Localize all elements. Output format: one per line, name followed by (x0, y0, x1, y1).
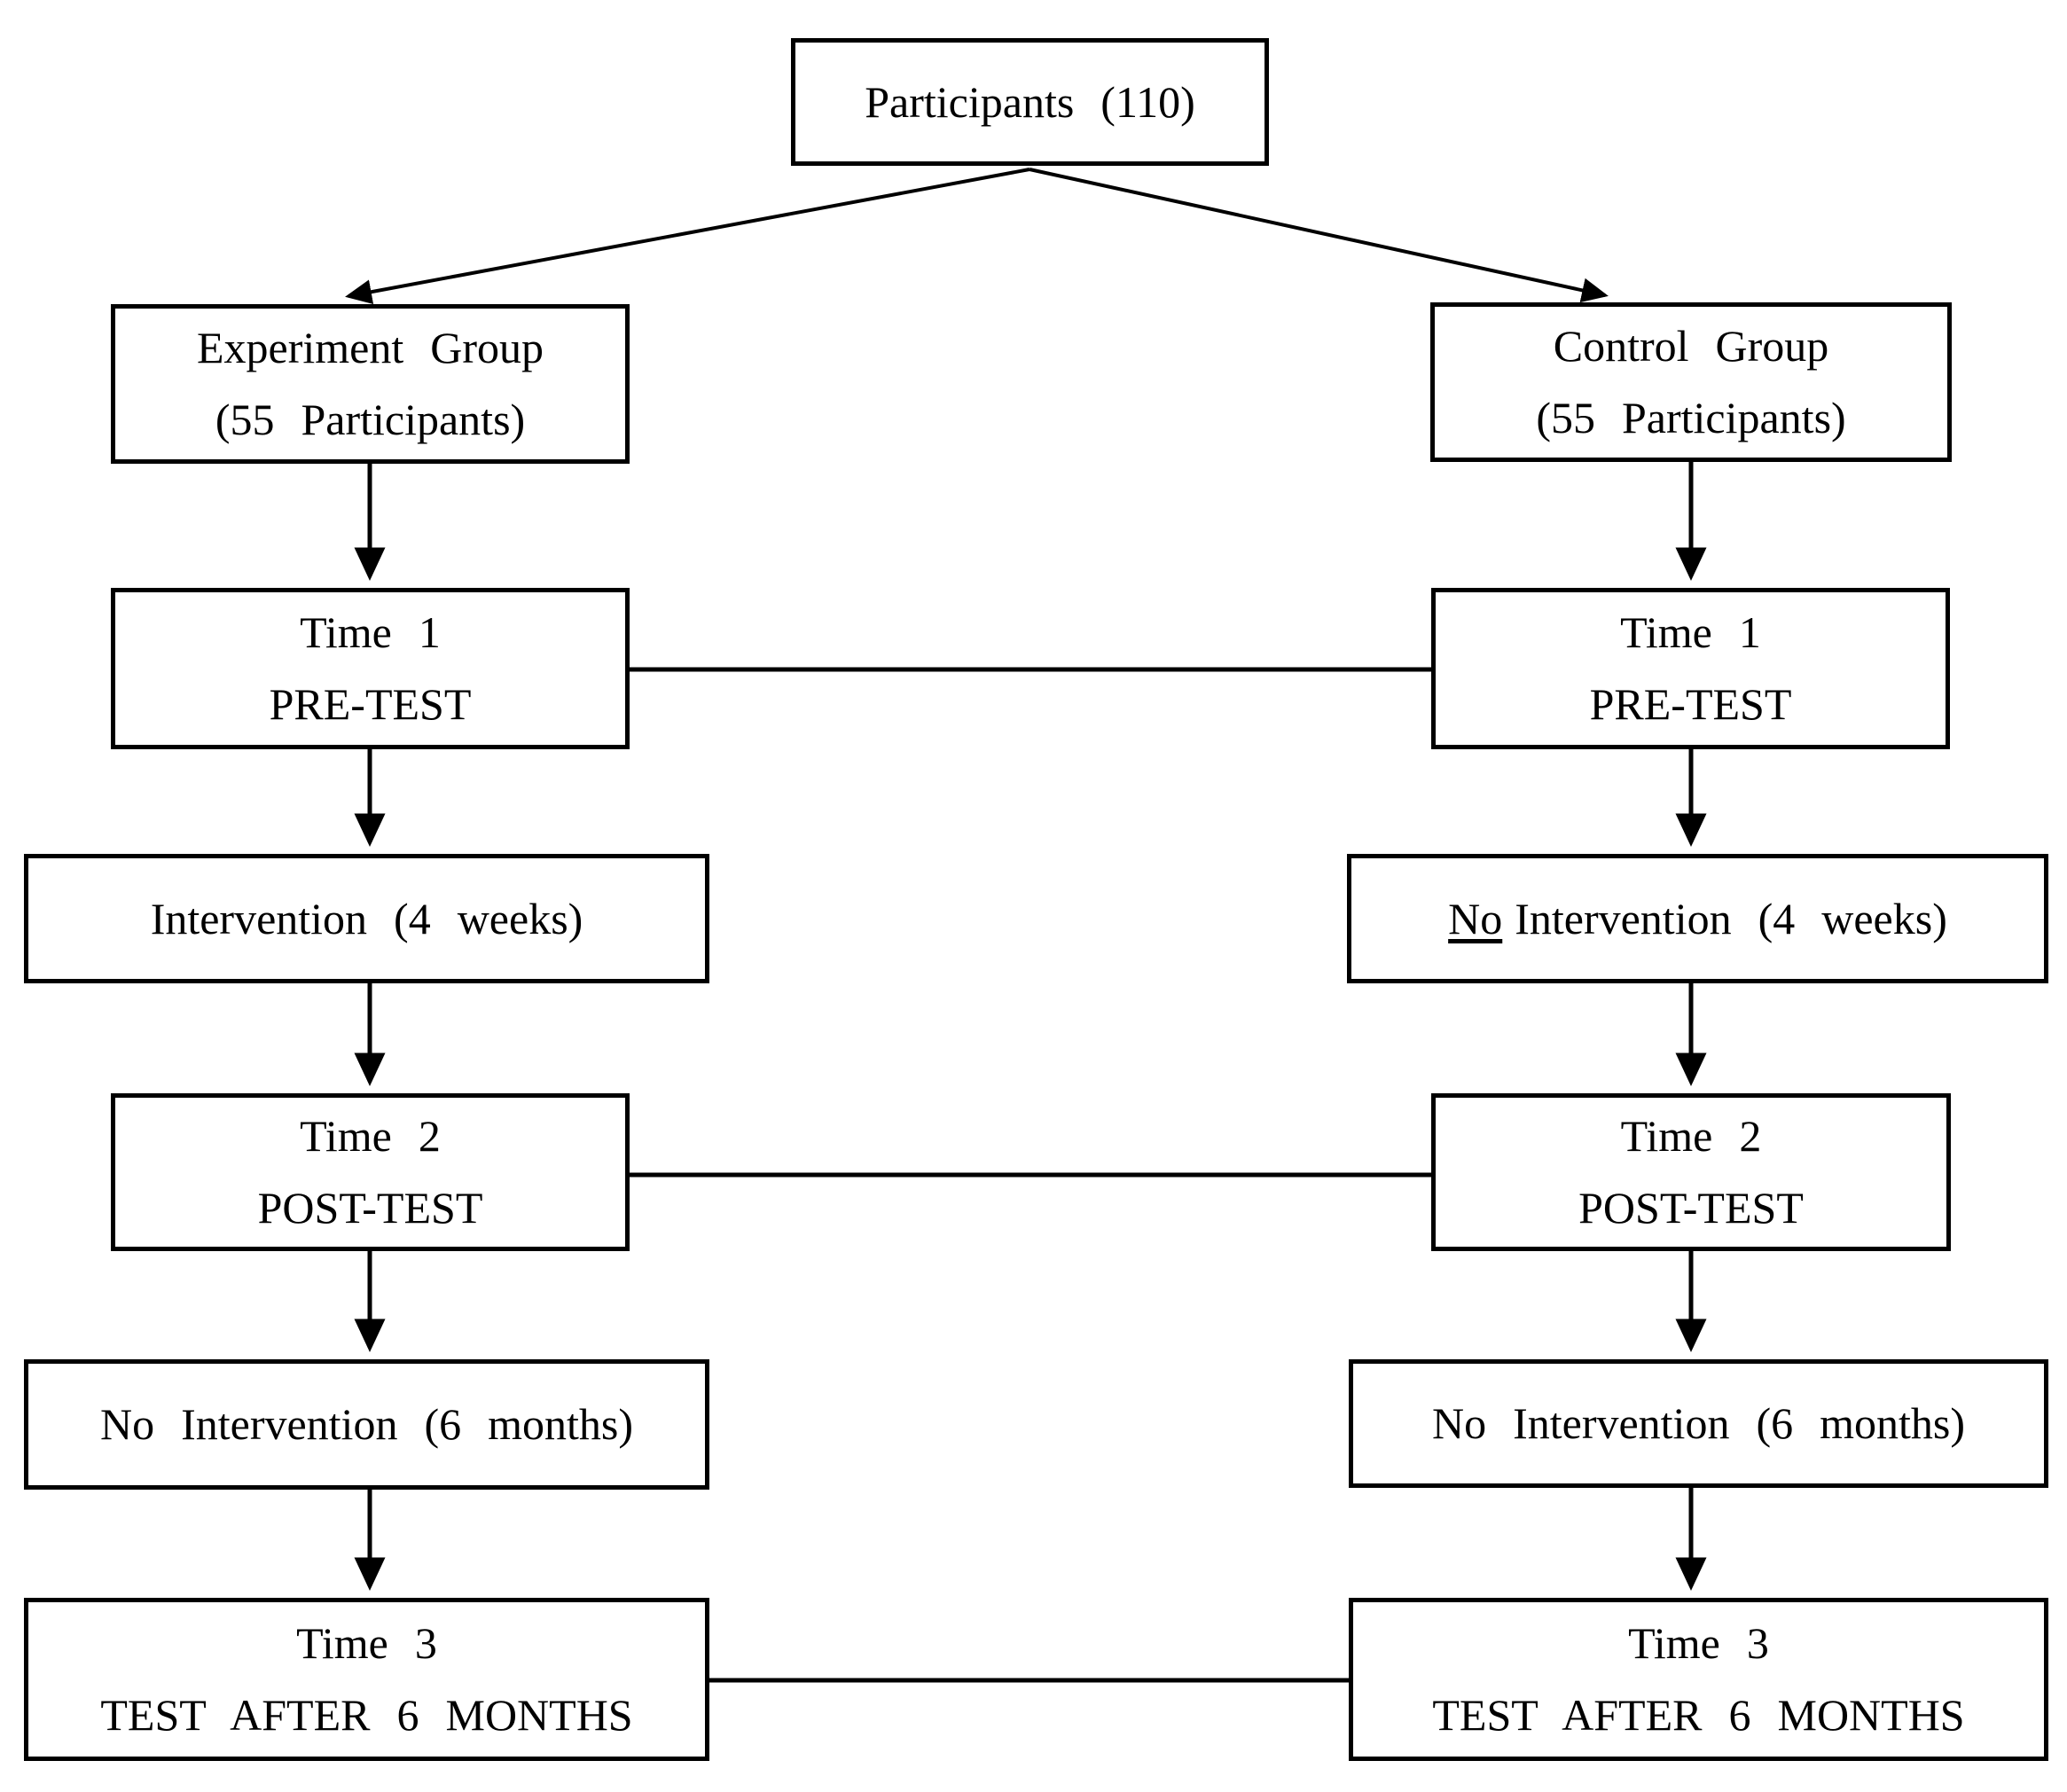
experiment-time2-test: POST-TEST (257, 1183, 483, 1232)
control-time3-test: TEST AFTER 6 MONTHS (1432, 1690, 1965, 1740)
control-group-count: (55 Participants) (1536, 393, 1846, 442)
experiment-time3-box: Time 3 TEST AFTER 6 MONTHS (24, 1598, 709, 1761)
experiment-group-title: Experiment Group (196, 323, 544, 372)
control-group-box: Control Group (55 Participants) (1430, 302, 1952, 462)
control-intervention-no-underlined: No (1448, 893, 1503, 943)
control-intervention-rest: Intervention (4 weeks) (1515, 893, 1947, 943)
experiment-time2-box: Time 2 POST-TEST (111, 1093, 630, 1251)
experiment-intervention-label: Intervention (4 weeks) (150, 893, 583, 943)
control-time3-box: Time 3 TEST AFTER 6 MONTHS (1349, 1598, 2048, 1761)
control-time3-title: Time 3 (1628, 1618, 1769, 1668)
participants-box: Participants (110) (791, 38, 1269, 166)
experiment-time1-title: Time 1 (300, 607, 441, 657)
control-time2-box: Time 2 POST-TEST (1431, 1093, 1951, 1251)
participants-label: Participants (110) (865, 76, 1195, 127)
experiment-no-intervention-box: No Intervention (6 months) (24, 1359, 709, 1490)
experiment-time2-title: Time 2 (300, 1111, 441, 1161)
experiment-intervention-box: Intervention (4 weeks) (24, 854, 709, 983)
control-time2-title: Time 2 (1620, 1111, 1762, 1161)
experiment-time1-test: PRE-TEST (269, 679, 472, 729)
control-no-intervention-label: No Intervention (6 months) (1431, 1398, 1965, 1448)
experiment-group-count: (55 Participants) (215, 395, 526, 444)
experiment-group-box: Experiment Group (55 Participants) (111, 304, 630, 464)
arrow-participants-to-experiment-group (345, 168, 1030, 305)
control-time1-test: PRE-TEST (1589, 679, 1792, 729)
control-time2-test: POST-TEST (1578, 1183, 1804, 1232)
control-time1-title: Time 1 (1620, 607, 1761, 657)
experiment-time1-box: Time 1 PRE-TEST (111, 588, 630, 749)
experiment-no-intervention-label: No Intervention (6 months) (99, 1399, 633, 1449)
arrow-participants-to-control-group (1029, 168, 1609, 303)
control-time1-box: Time 1 PRE-TEST (1431, 588, 1950, 749)
control-no-intervention-box: No Intervention (6 months) (1349, 1359, 2048, 1488)
experiment-time3-test: TEST AFTER 6 MONTHS (100, 1690, 633, 1740)
experiment-time3-title: Time 3 (296, 1618, 437, 1668)
control-group-title: Control Group (1553, 321, 1829, 371)
